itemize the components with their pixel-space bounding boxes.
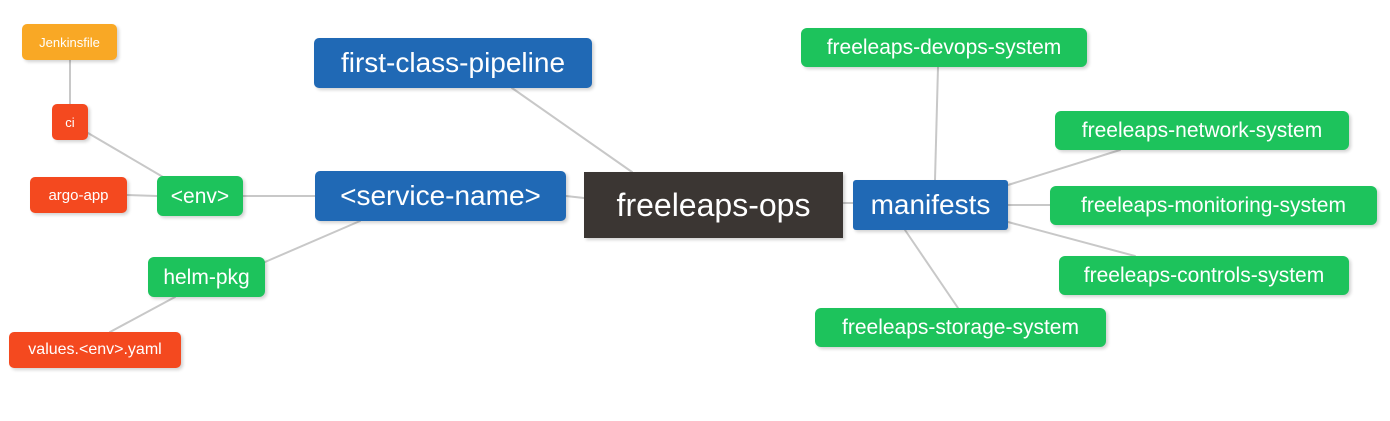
node-label-freeleaps-network-system: freeleaps-network-system [1081,119,1323,142]
node-freeleaps-storage-system[interactable]: freeleaps-storage-system [815,308,1106,347]
node-label-freeleaps-storage-system: freeleaps-storage-system [842,316,1079,339]
node-label-argo-app: argo-app [48,186,109,204]
node-freeleaps-network-system[interactable]: freeleaps-network-system [1055,111,1349,150]
node-freeleaps-monitoring-system[interactable]: freeleaps-monitoring-system [1050,186,1377,225]
node-label-first-class-pipeline: first-class-pipeline [340,47,566,78]
node-first-class-pipeline[interactable]: first-class-pipeline [314,38,592,88]
node-helm-pkg[interactable]: helm-pkg [148,257,265,297]
node-label-jenkinsfile: Jenkinsfile [39,34,100,50]
node-label-env: <env> [170,184,230,208]
node-jenkinsfile[interactable]: Jenkinsfile [22,24,117,60]
node-freeleaps-devops-system[interactable]: freeleaps-devops-system [801,28,1087,67]
node-label-manifests: manifests [870,189,991,220]
node-service-name[interactable]: <service-name> [315,171,566,221]
node-ci[interactable]: ci [52,104,88,140]
node-freeleaps-ops[interactable]: freeleaps-ops [584,172,843,238]
node-manifests[interactable]: manifests [853,180,1008,230]
node-values-yaml[interactable]: values.<env>.yaml [9,332,181,368]
node-freeleaps-controls-system[interactable]: freeleaps-controls-system [1059,256,1349,295]
node-label-freeleaps-ops: freeleaps-ops [616,187,811,223]
node-label-ci: ci [65,114,75,130]
node-label-freeleaps-devops-system: freeleaps-devops-system [826,36,1062,59]
node-label-freeleaps-controls-system: freeleaps-controls-system [1083,264,1325,287]
node-argo-app[interactable]: argo-app [30,177,127,213]
node-env[interactable]: <env> [157,176,243,216]
node-label-helm-pkg: helm-pkg [163,265,250,289]
node-label-freeleaps-monitoring-system: freeleaps-monitoring-system [1081,194,1346,217]
node-label-service-name: <service-name> [340,180,541,211]
node-label-values-yaml: values.<env>.yaml [28,341,162,358]
